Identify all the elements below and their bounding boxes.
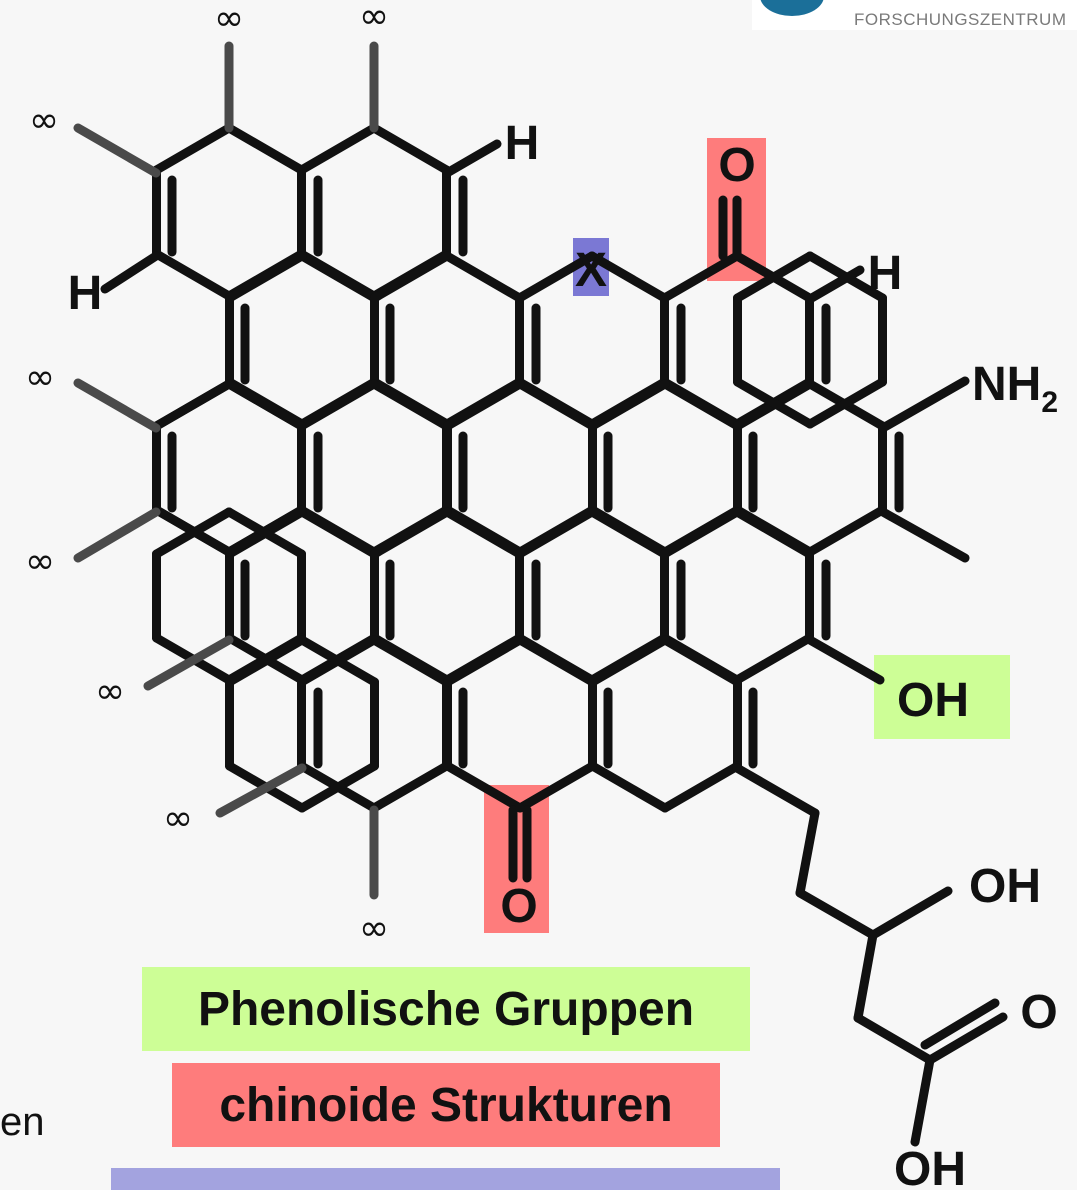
bond-sidechain bbox=[853, 1013, 935, 1065]
ring-bond-line bbox=[225, 251, 307, 303]
ring-bond-line bbox=[224, 379, 306, 431]
infinity-symbol: ∞ bbox=[359, 0, 389, 37]
ring-bond-line bbox=[588, 379, 670, 431]
ring-bond-line bbox=[660, 379, 742, 431]
atom-oh-carboxyl: OH bbox=[894, 1143, 966, 1190]
bond-methyl bbox=[878, 507, 970, 563]
ring-bond-line bbox=[587, 507, 669, 559]
ring-bond-line bbox=[443, 379, 525, 431]
infinity-symbol: ∞ bbox=[95, 671, 125, 712]
infinity-symbol: ∞ bbox=[29, 100, 59, 141]
ring-bond-line bbox=[224, 123, 306, 175]
atom-o-quinone-top: O bbox=[718, 139, 755, 192]
ring-bond-line bbox=[443, 635, 525, 687]
ring-bond-line bbox=[369, 379, 451, 431]
infinity-symbol: ∞ bbox=[25, 541, 55, 582]
ring-bond-line bbox=[732, 507, 814, 559]
ring-bond-line bbox=[152, 379, 234, 431]
bond-sidechain-oh bbox=[868, 886, 953, 940]
ring-bond-line bbox=[805, 377, 887, 429]
ring-bond-line bbox=[297, 761, 379, 813]
atom-h-left: H bbox=[68, 267, 103, 320]
ring-bond-line bbox=[152, 249, 234, 301]
infinity-stub-bond bbox=[215, 763, 307, 818]
ring-bond-line bbox=[443, 761, 525, 813]
logo-text: FORSCHUNGSZENTRUM bbox=[854, 10, 1067, 29]
infinity-stub-bond bbox=[73, 123, 161, 178]
atom-nh2-subscript: 2 bbox=[1041, 386, 1058, 419]
ring-bond-line bbox=[152, 123, 234, 175]
ring-bond-line bbox=[515, 379, 597, 431]
ring-bond-line bbox=[297, 507, 379, 559]
ring-bond-line bbox=[297, 379, 379, 431]
ring-bond-line bbox=[732, 633, 814, 685]
atom-nh2: NH2 bbox=[972, 358, 1058, 419]
ring-bond-line bbox=[370, 251, 452, 303]
atom-oh-sidechain: OH bbox=[969, 860, 1041, 913]
ring-bond-line bbox=[660, 761, 742, 813]
bond-carboxyl-double bbox=[925, 1012, 1008, 1065]
bond-oh-phenolic bbox=[805, 635, 885, 685]
bond-h-top bbox=[442, 139, 502, 178]
infinity-symbol: ∞ bbox=[359, 908, 389, 949]
ring-bond-line bbox=[805, 505, 887, 557]
infinity-symbol: ∞ bbox=[163, 798, 193, 839]
ring-bond-line bbox=[442, 507, 524, 559]
bond-sidechain bbox=[795, 808, 820, 898]
ring-bond-line bbox=[370, 507, 452, 559]
bond-nh2 bbox=[878, 376, 970, 433]
atom-o-carboxyl: O bbox=[1020, 986, 1057, 1039]
ring-bond-line bbox=[515, 251, 597, 303]
legend-heteroatom-bar bbox=[111, 1168, 780, 1190]
ring-bond-line bbox=[515, 761, 597, 813]
bond-h-left bbox=[100, 251, 161, 294]
ring-bond-line bbox=[369, 761, 451, 813]
bond-sidechain bbox=[853, 930, 878, 1023]
atom-o-quinone-bottom: O bbox=[500, 880, 537, 933]
legend-quinoid-structures: chinoide Strukturen bbox=[172, 1063, 720, 1147]
ring-bond-line bbox=[369, 635, 451, 687]
ring-bond-line bbox=[587, 251, 669, 303]
logo: FORSCHUNGSZENTRUM bbox=[752, 0, 1077, 30]
atom-x-heteroatom: X bbox=[575, 244, 607, 297]
infinity-stub-bond bbox=[73, 378, 161, 433]
ring-bond-line bbox=[369, 123, 451, 175]
ring-bond-line bbox=[297, 635, 379, 687]
ring-bond-line bbox=[225, 635, 307, 687]
bond-sidechain bbox=[732, 763, 820, 818]
side-text-fragment: en bbox=[0, 1100, 45, 1144]
infinity-symbol: ∞ bbox=[25, 357, 55, 398]
ring-bond-line bbox=[733, 377, 815, 429]
bond-sidechain bbox=[795, 888, 878, 940]
ring-bond-line bbox=[588, 635, 670, 687]
infinity-stub-bond bbox=[143, 635, 234, 691]
infinity-stub-bond bbox=[73, 507, 161, 563]
ring-bond-line bbox=[442, 251, 524, 303]
ring-bond-line bbox=[297, 251, 379, 303]
atom-h-top: H bbox=[505, 117, 540, 170]
bond-carboxyl-double-second bbox=[920, 998, 1000, 1050]
logo-swoosh-icon bbox=[760, 0, 824, 16]
legend-phenolic-groups: Phenolische Gruppen bbox=[142, 967, 750, 1051]
atom-h-right: H bbox=[868, 247, 903, 300]
ring-bond-line bbox=[152, 507, 234, 559]
infinity-symbol: ∞ bbox=[214, 0, 244, 39]
ring-bond-line bbox=[224, 507, 306, 559]
ring-bond-line bbox=[660, 635, 742, 687]
ring-bond-line bbox=[588, 761, 670, 813]
ring-bond-line bbox=[733, 251, 815, 303]
bond-h-right bbox=[805, 265, 865, 304]
phenolic-highlight bbox=[874, 655, 1010, 739]
ring-bond-line bbox=[515, 635, 597, 687]
atom-oh-phenolic: OH bbox=[897, 674, 969, 727]
ring-bond-line bbox=[297, 123, 379, 175]
ring-bond-line bbox=[660, 507, 742, 559]
bond-carboxyl-oh bbox=[910, 1055, 935, 1147]
ring-bond-line bbox=[515, 507, 597, 559]
ring-bond-line bbox=[660, 251, 742, 303]
